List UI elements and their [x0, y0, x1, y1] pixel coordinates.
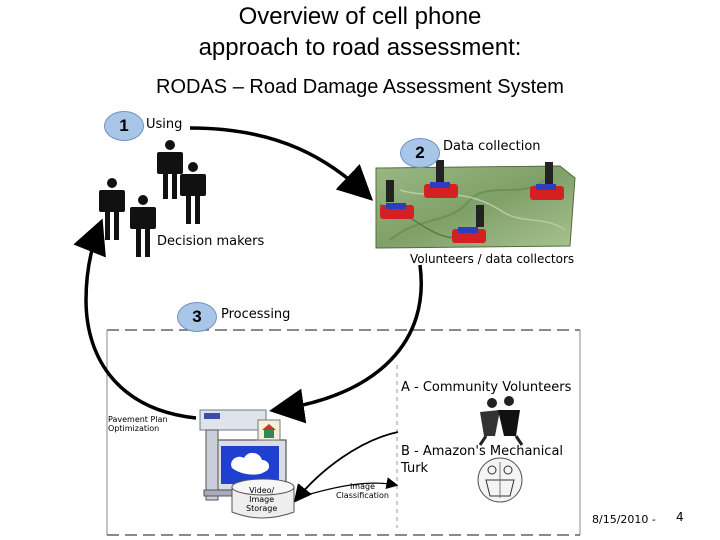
image-classification-label: Image Classification [336, 482, 389, 500]
car-icon [530, 162, 564, 200]
car-icon [452, 205, 486, 243]
volunteers-label: Volunteers / data collectors [410, 252, 575, 266]
decision-makers-label: Decision makers [157, 234, 265, 249]
decision-makers-icon [99, 140, 206, 257]
processing-panel [106, 329, 581, 536]
arrow-using-to-collection [189, 126, 374, 201]
step-2-badge: 2 [400, 138, 440, 168]
amazon-mechanical-turk-label: B - Amazon's Mechanical [401, 444, 564, 459]
step-1-label: Using [146, 117, 183, 132]
storage-label: Video/ Image Storage [246, 486, 278, 513]
storage-icon [231, 478, 295, 519]
step-3-badge: 3 [177, 302, 217, 332]
arrow-collection-to-processing [269, 264, 423, 424]
mechanical-turk-icon [477, 457, 523, 503]
page-number: 4 [676, 510, 684, 524]
step-2-label: Data collection [443, 139, 541, 154]
amazon-mechanical-turk-label-2: Turk [401, 461, 429, 476]
step-3-label: Processing [221, 307, 291, 322]
title-line-1: Overview of cell phone [238, 3, 482, 30]
step-1-badge: 1 [104, 111, 144, 141]
car-icon [380, 180, 414, 219]
footer-date: 8/15/2010 - [592, 513, 656, 526]
computer-icon [199, 409, 287, 501]
community-volunteers-icon [478, 396, 524, 446]
car-icon [424, 160, 458, 198]
title-line-2: approach to road assessment: [198, 34, 522, 61]
community-volunteers-label: A - Community Volunteers [401, 380, 572, 395]
subtitle: RODAS – Road Damage Assessment System [156, 76, 564, 98]
arrow-panel-to-classification [299, 477, 399, 498]
arrow-classification-to-panel [293, 431, 399, 503]
pavement-plan-label: Pavement Plan Optimization [108, 415, 168, 433]
arrow-processing-to-using [73, 218, 197, 420]
